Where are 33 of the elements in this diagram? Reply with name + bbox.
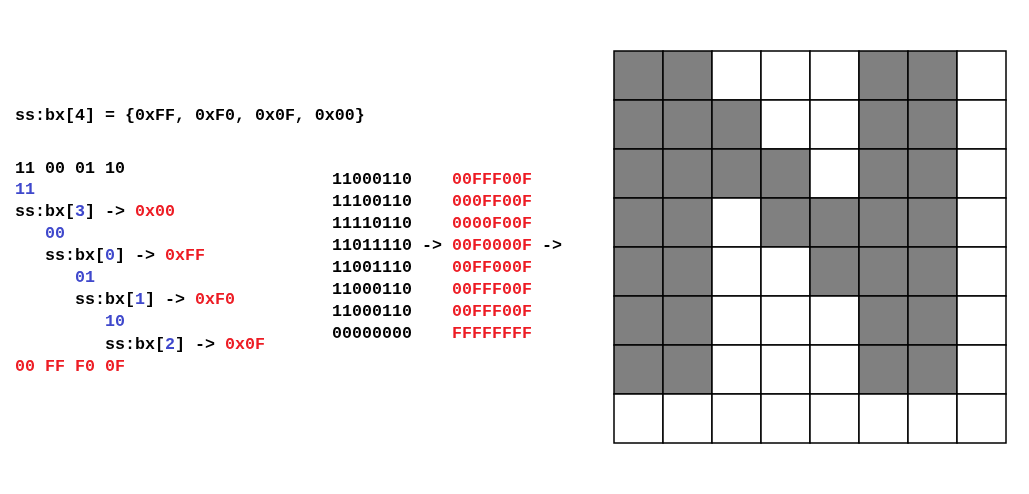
array-declaration: ss:bx[4] = {0xFF, 0xF0, 0x0F, 0x00} [15,105,365,127]
binary-row: 11110110 [332,213,412,235]
lookup-expression: ss:bx[2] -> [105,334,215,356]
hex-result: 00 FF F0 0F [15,356,125,378]
hex-row: 00FF000F [452,257,532,279]
bit-pair: 10 [105,311,125,333]
bit-pair: 01 [75,267,95,289]
hex-value: 0xF0 [195,289,235,311]
bit-pairs: 11 00 01 10 [15,158,125,180]
hex-row: 00FFF00F [452,169,532,191]
binary-row: 11100110 [332,191,412,213]
bit-pair: 00 [45,223,65,245]
lookup-expression: ss:bx[0] -> [45,245,155,267]
hex-value: 0xFF [165,245,205,267]
binary-row: 11000110 [332,301,412,323]
hex-value: 0x00 [135,201,175,223]
lookup-expression: ss:bx[3] -> [15,201,125,223]
hex-row: FFFFFFFF [452,323,532,345]
hex-row: 00FFF00F [452,301,532,323]
bit-pair: 11 [15,179,35,201]
hex-value: 0x0F [225,334,265,356]
hex-row: 00F0000F [452,235,532,257]
binary-row: 11011110 [332,235,412,257]
hex-row: 00FFF00F [452,279,532,301]
arrow-text: -> [542,235,562,257]
binary-row: 11000110 [332,169,412,191]
binary-row: 00000000 [332,323,412,345]
lookup-expression: ss:bx[1] -> [75,289,185,311]
binary-row: 11001110 [332,257,412,279]
hex-row: 0000F00F [452,213,532,235]
arrow-text: -> [422,235,442,257]
hex-row: 000FF00F [452,191,532,213]
binary-row: 11000110 [332,279,412,301]
